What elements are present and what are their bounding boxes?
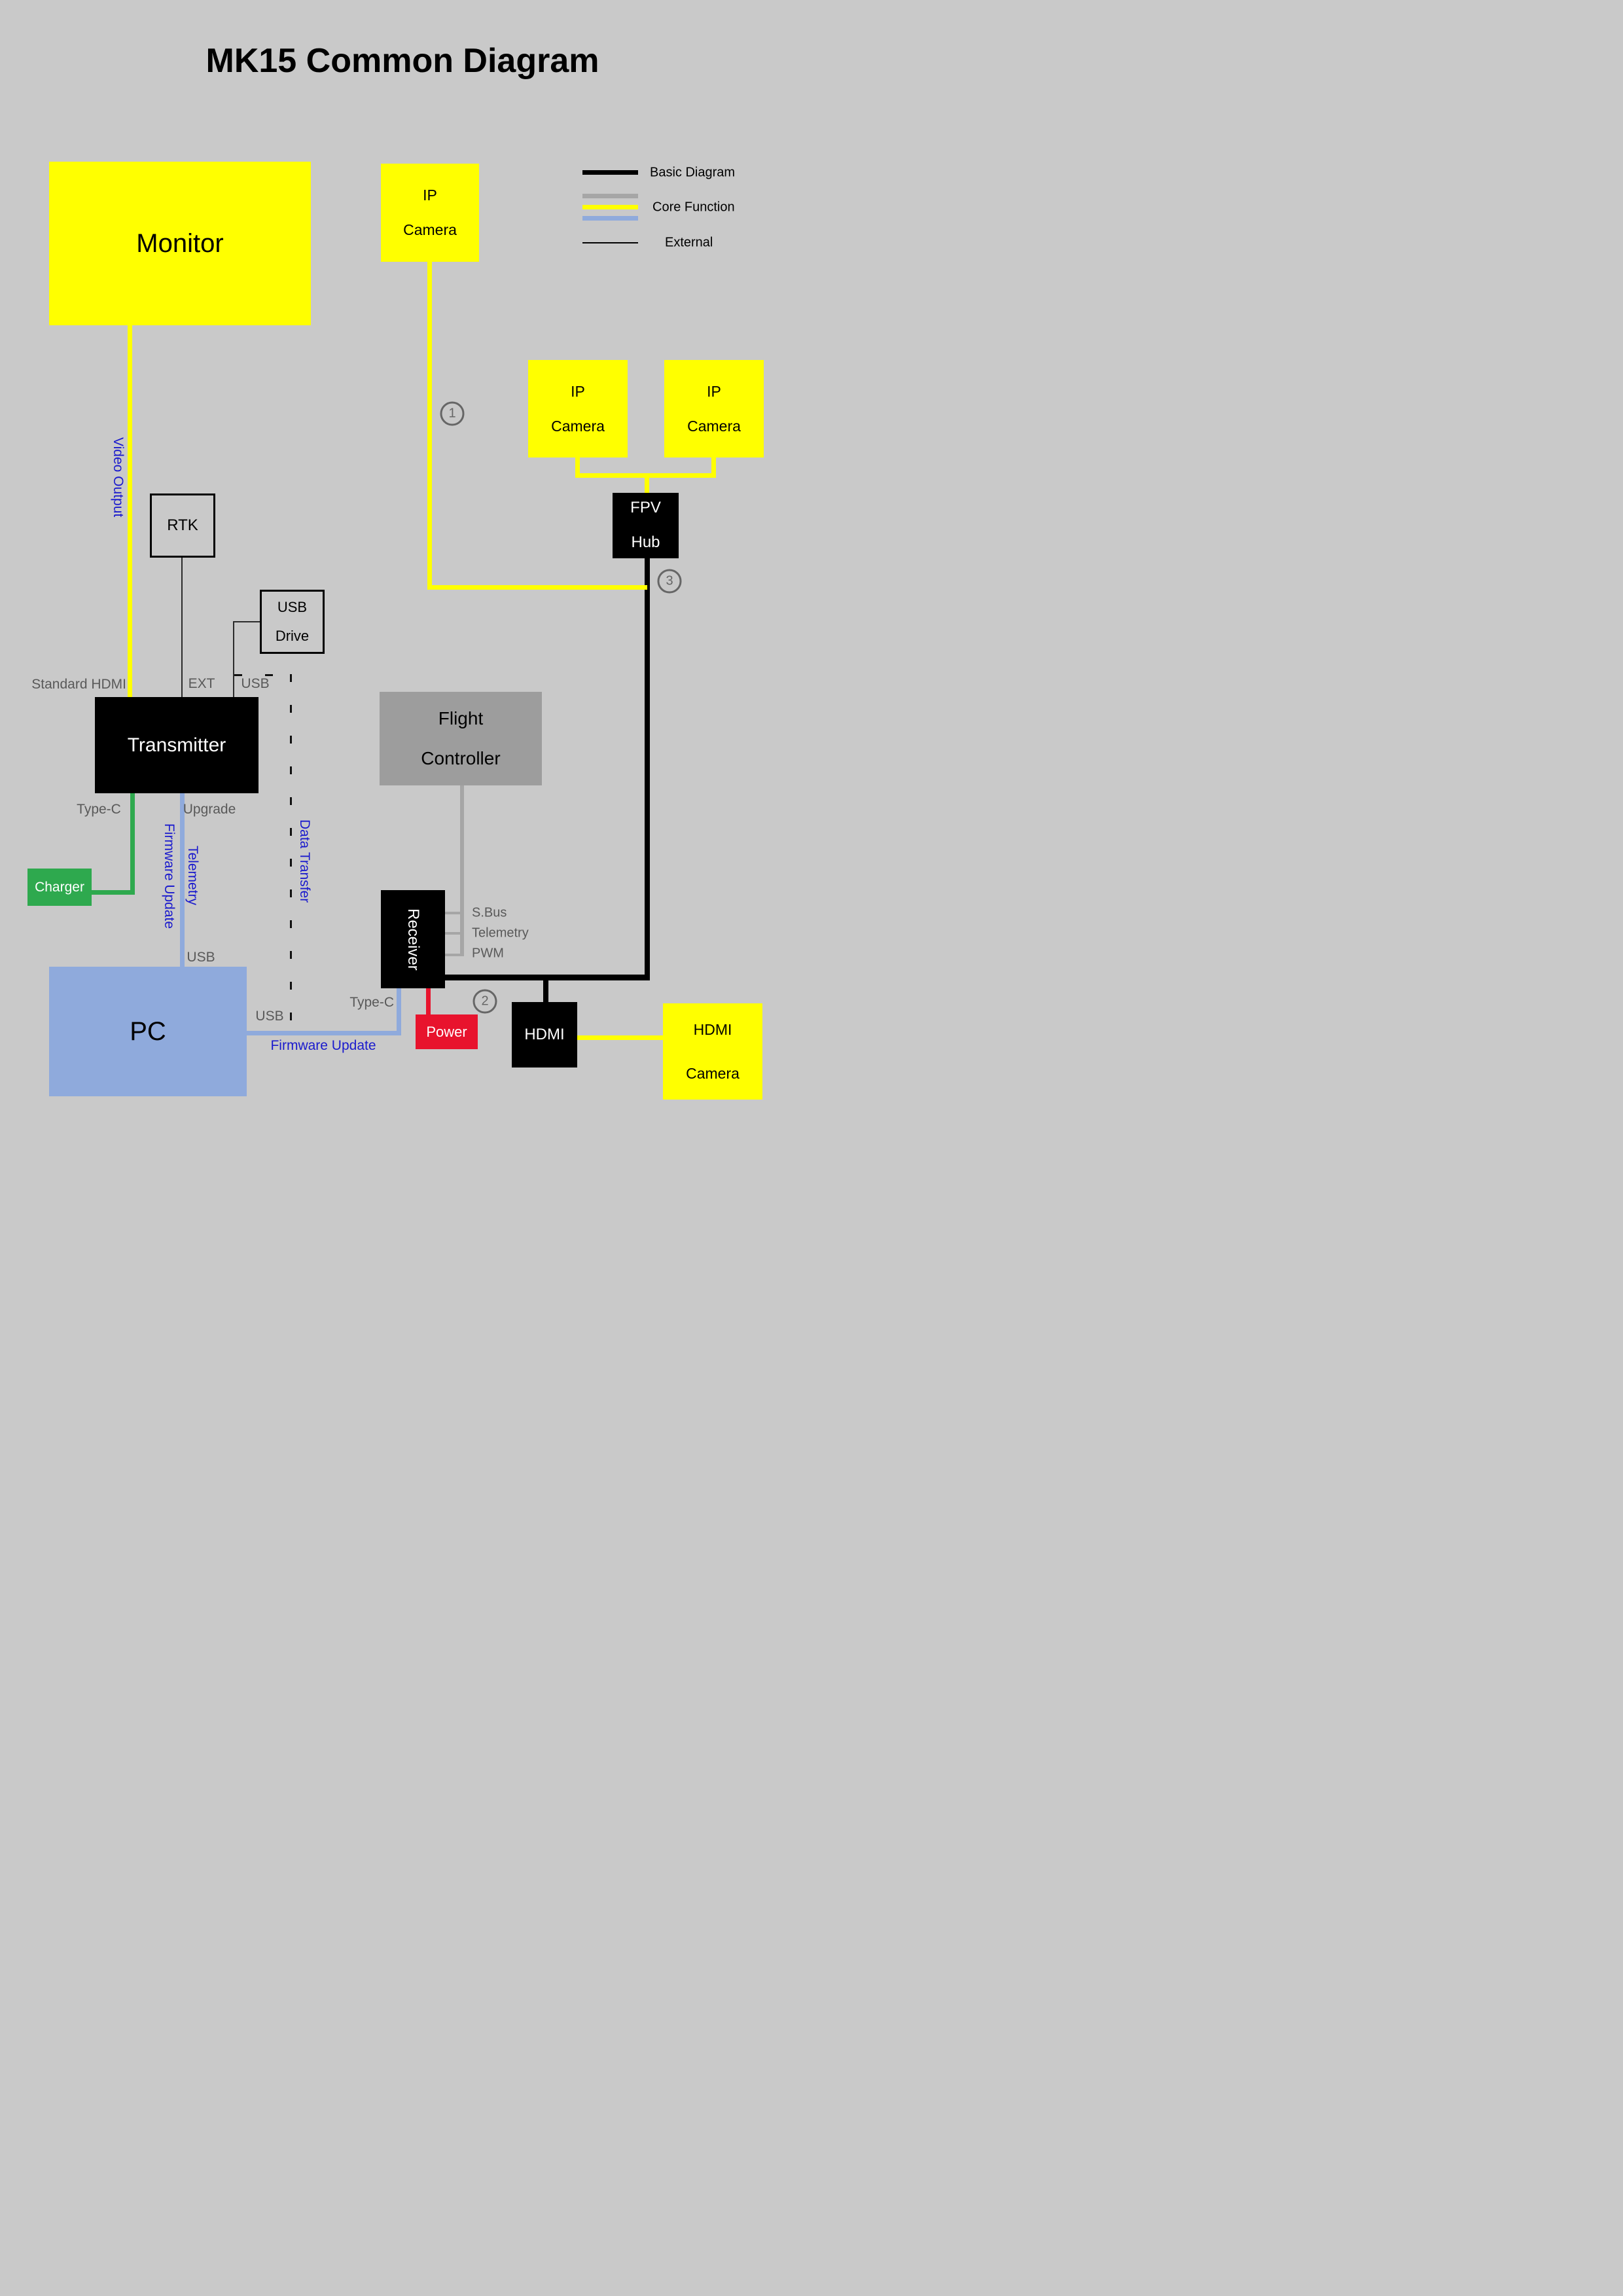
label-firmware-update-vertical: Firmware Update bbox=[162, 823, 177, 929]
wire-fc-trunk bbox=[460, 785, 464, 956]
wire-typec-green-horizontal bbox=[92, 890, 135, 895]
monitor-label: Monitor bbox=[136, 228, 224, 258]
wire-dashed-vertical bbox=[290, 674, 292, 1024]
port-upgrade: Upgrade bbox=[183, 802, 236, 817]
marker-1-number: 1 bbox=[448, 406, 456, 421]
rtk-label: RTK bbox=[167, 516, 198, 534]
hdmi-camera-line2: Camera bbox=[686, 1064, 740, 1082]
hdmi-camera-line1: HDMI bbox=[693, 1020, 732, 1038]
ip-camera-right-line2: Camera bbox=[687, 417, 741, 435]
ip-camera-left-line1: IP bbox=[571, 382, 585, 400]
wire-ipcam-right-stub bbox=[711, 457, 716, 476]
wire-power-red bbox=[426, 988, 431, 1016]
node-receiver: Receiver bbox=[381, 890, 445, 988]
wire-hdmi-camera-yellow bbox=[577, 1035, 663, 1040]
wire-video-output bbox=[128, 325, 132, 697]
legend-line-core-gray bbox=[582, 194, 638, 198]
legend-line-external bbox=[582, 242, 638, 243]
node-rtk: RTK bbox=[150, 493, 215, 558]
fpv-hub-line2: Hub bbox=[631, 533, 660, 551]
flight-controller-line1: Flight bbox=[438, 708, 484, 729]
node-usb-drive: USB Drive bbox=[260, 590, 325, 654]
pc-label: PC bbox=[130, 1016, 166, 1046]
wire-fpv-vertical-black bbox=[645, 558, 650, 980]
ip-camera-left-line2: Camera bbox=[551, 417, 605, 435]
wire-ipcam-top-horizontal bbox=[427, 585, 647, 590]
port-ext: EXT bbox=[188, 676, 215, 691]
wire-pc-receiver-vertical bbox=[397, 988, 401, 1033]
node-ip-camera-left: IP Camera bbox=[528, 360, 628, 457]
power-label: Power bbox=[426, 1023, 467, 1040]
wire-stub-sbus bbox=[445, 912, 462, 914]
marker-2-circle: 2 bbox=[473, 989, 497, 1014]
wire-ipcam-pair-horizontal bbox=[575, 473, 716, 478]
ip-camera-top-line1: IP bbox=[423, 187, 437, 204]
ip-camera-top-line2: Camera bbox=[403, 221, 457, 238]
transmitter-label: Transmitter bbox=[127, 734, 226, 756]
port-pwm: PWM bbox=[472, 946, 504, 961]
port-usb-tx-bottom: USB bbox=[187, 950, 215, 965]
diagram-canvas: MK15 Common Diagram Basic Diagram Core F… bbox=[0, 0, 812, 1148]
port-type-c-tx: Type-C bbox=[77, 802, 121, 817]
wire-dashed-horizontal bbox=[234, 674, 291, 676]
wire-ipcam-left-stub bbox=[575, 457, 580, 476]
legend-line-core-blue bbox=[582, 216, 638, 221]
ip-camera-right-line1: IP bbox=[707, 382, 721, 400]
wire-rtk-ext bbox=[181, 558, 183, 697]
legend-label-basic: Basic Diagram bbox=[650, 165, 736, 180]
fpv-hub-line1: FPV bbox=[630, 499, 661, 517]
node-hdmi-camera: HDMI Camera bbox=[663, 1003, 762, 1100]
legend-line-core-yellow bbox=[582, 205, 638, 209]
page-title: MK15 Common Diagram bbox=[205, 42, 599, 80]
wire-ipcam-top-vertical bbox=[427, 262, 432, 588]
wire-usbdrive-vertical bbox=[233, 621, 234, 697]
wire-hdmi-vertical-black bbox=[543, 977, 548, 1002]
label-video-output: Video Output bbox=[111, 437, 126, 518]
hdmi-label: HDMI bbox=[524, 1026, 565, 1043]
port-usb-pc: USB bbox=[255, 1009, 284, 1024]
wire-upgrade-blue bbox=[180, 793, 185, 967]
port-type-c-rx: Type-C bbox=[349, 995, 394, 1010]
flight-controller-line2: Controller bbox=[421, 747, 501, 768]
receiver-label: Receiver bbox=[404, 908, 422, 971]
usb-drive-line2: Drive bbox=[275, 628, 310, 644]
node-transmitter: Transmitter bbox=[95, 697, 259, 793]
label-firmware-update-horizontal: Firmware Update bbox=[270, 1038, 376, 1053]
port-usb-top: USB bbox=[241, 676, 270, 691]
node-hdmi: HDMI bbox=[512, 1002, 577, 1067]
port-telemetry-rx: Telemetry bbox=[472, 925, 529, 941]
marker-3-number: 3 bbox=[666, 573, 673, 588]
wire-typec-green-vertical bbox=[130, 793, 135, 895]
legend-line-basic bbox=[582, 170, 638, 175]
wire-usbdrive-horizontal bbox=[233, 621, 260, 622]
wire-stub-telemetry bbox=[445, 932, 462, 935]
label-data-transfer: Data Transfer bbox=[297, 819, 312, 903]
charger-label: Charger bbox=[35, 879, 84, 895]
marker-1-circle: 1 bbox=[440, 401, 465, 426]
node-monitor: Monitor bbox=[49, 162, 311, 325]
legend-label-core: Core Function bbox=[652, 200, 735, 215]
wire-fpvhub-drop bbox=[645, 476, 649, 493]
port-standard-hdmi: Standard HDMI bbox=[31, 677, 126, 692]
wire-pc-receiver-horizontal bbox=[247, 1031, 401, 1035]
marker-3-circle: 3 bbox=[657, 569, 682, 594]
node-power: Power bbox=[416, 1014, 478, 1049]
node-pc: PC bbox=[49, 967, 247, 1096]
wire-stub-pwm bbox=[445, 954, 464, 956]
node-ip-camera-right: IP Camera bbox=[664, 360, 764, 457]
usb-drive-line1: USB bbox=[277, 599, 308, 615]
label-telemetry-vertical: Telemetry bbox=[185, 846, 200, 906]
node-flight-controller: Flight Controller bbox=[380, 692, 542, 785]
marker-2-number: 2 bbox=[481, 994, 489, 1009]
node-ip-camera-top: IP Camera bbox=[381, 164, 479, 262]
legend-label-external: External bbox=[665, 235, 713, 250]
port-sbus: S.Bus bbox=[472, 905, 507, 920]
node-charger: Charger bbox=[27, 869, 92, 906]
node-fpv-hub: FPV Hub bbox=[613, 493, 679, 558]
